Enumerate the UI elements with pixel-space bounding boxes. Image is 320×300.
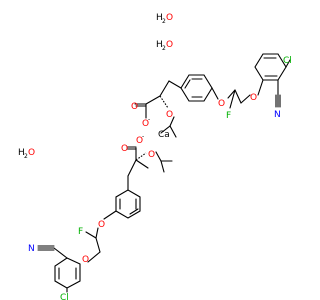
upper-carboxylate-o: O (142, 119, 149, 129)
benzene-ring-lower (115, 189, 141, 219)
upper-nitrogen: N (274, 110, 281, 120)
lower-nitrogen: N (28, 244, 35, 254)
upper-chlorine: Cl (283, 56, 292, 66)
water-1-o: O (166, 13, 173, 23)
lower-aryl-o1: O (98, 220, 105, 230)
chlorobenzonitrile-ring-upper (254, 53, 287, 81)
upper-minus: - (148, 116, 150, 123)
water-3-o: O (28, 148, 35, 158)
lower-ether-o: O (148, 150, 155, 160)
lower-chlorine: Cl (60, 293, 69, 300)
lower-carboxylate-unit: O O - O O F O N Cl (28, 133, 173, 300)
upper-aryl-o1: O (218, 99, 225, 109)
water-1-h: H (156, 13, 163, 23)
lower-carboxylate-o: O (136, 136, 143, 146)
structure-diagram: H 2 O H 2 O H 2 O (18, 13, 292, 300)
water-3-h: H (18, 148, 25, 158)
water-2-o: O (166, 40, 173, 50)
water-3-sub: 2 (24, 153, 28, 160)
water-1: H 2 O (156, 13, 173, 25)
lower-fluorine: F (78, 227, 83, 237)
upper-ether-o: O (166, 110, 173, 120)
calcium-ion: Ca (158, 130, 170, 140)
lower-minus: - (142, 133, 144, 140)
upper-fluorine: F (226, 111, 231, 121)
upper-aryl-o2: O (250, 93, 257, 103)
lower-aryl-o2: O (82, 255, 89, 265)
water-2-h: H (156, 40, 163, 50)
benzene-ring-upper (180, 74, 213, 102)
water-2-sub: 2 (162, 45, 166, 52)
chlorobenzonitrile-ring-lower (54, 257, 81, 289)
water-3: H 2 O (18, 148, 35, 160)
molecule-canvas: H 2 O H 2 O H 2 O (18, 13, 292, 300)
upper-carboxylate-unit: O O O - O F O Cl N (131, 53, 292, 138)
upper-carbonyl-o: O (131, 102, 138, 112)
lower-carbonyl-o: O (121, 144, 128, 154)
water-2: H 2 O (156, 40, 173, 52)
water-1-sub: 2 (162, 18, 166, 25)
